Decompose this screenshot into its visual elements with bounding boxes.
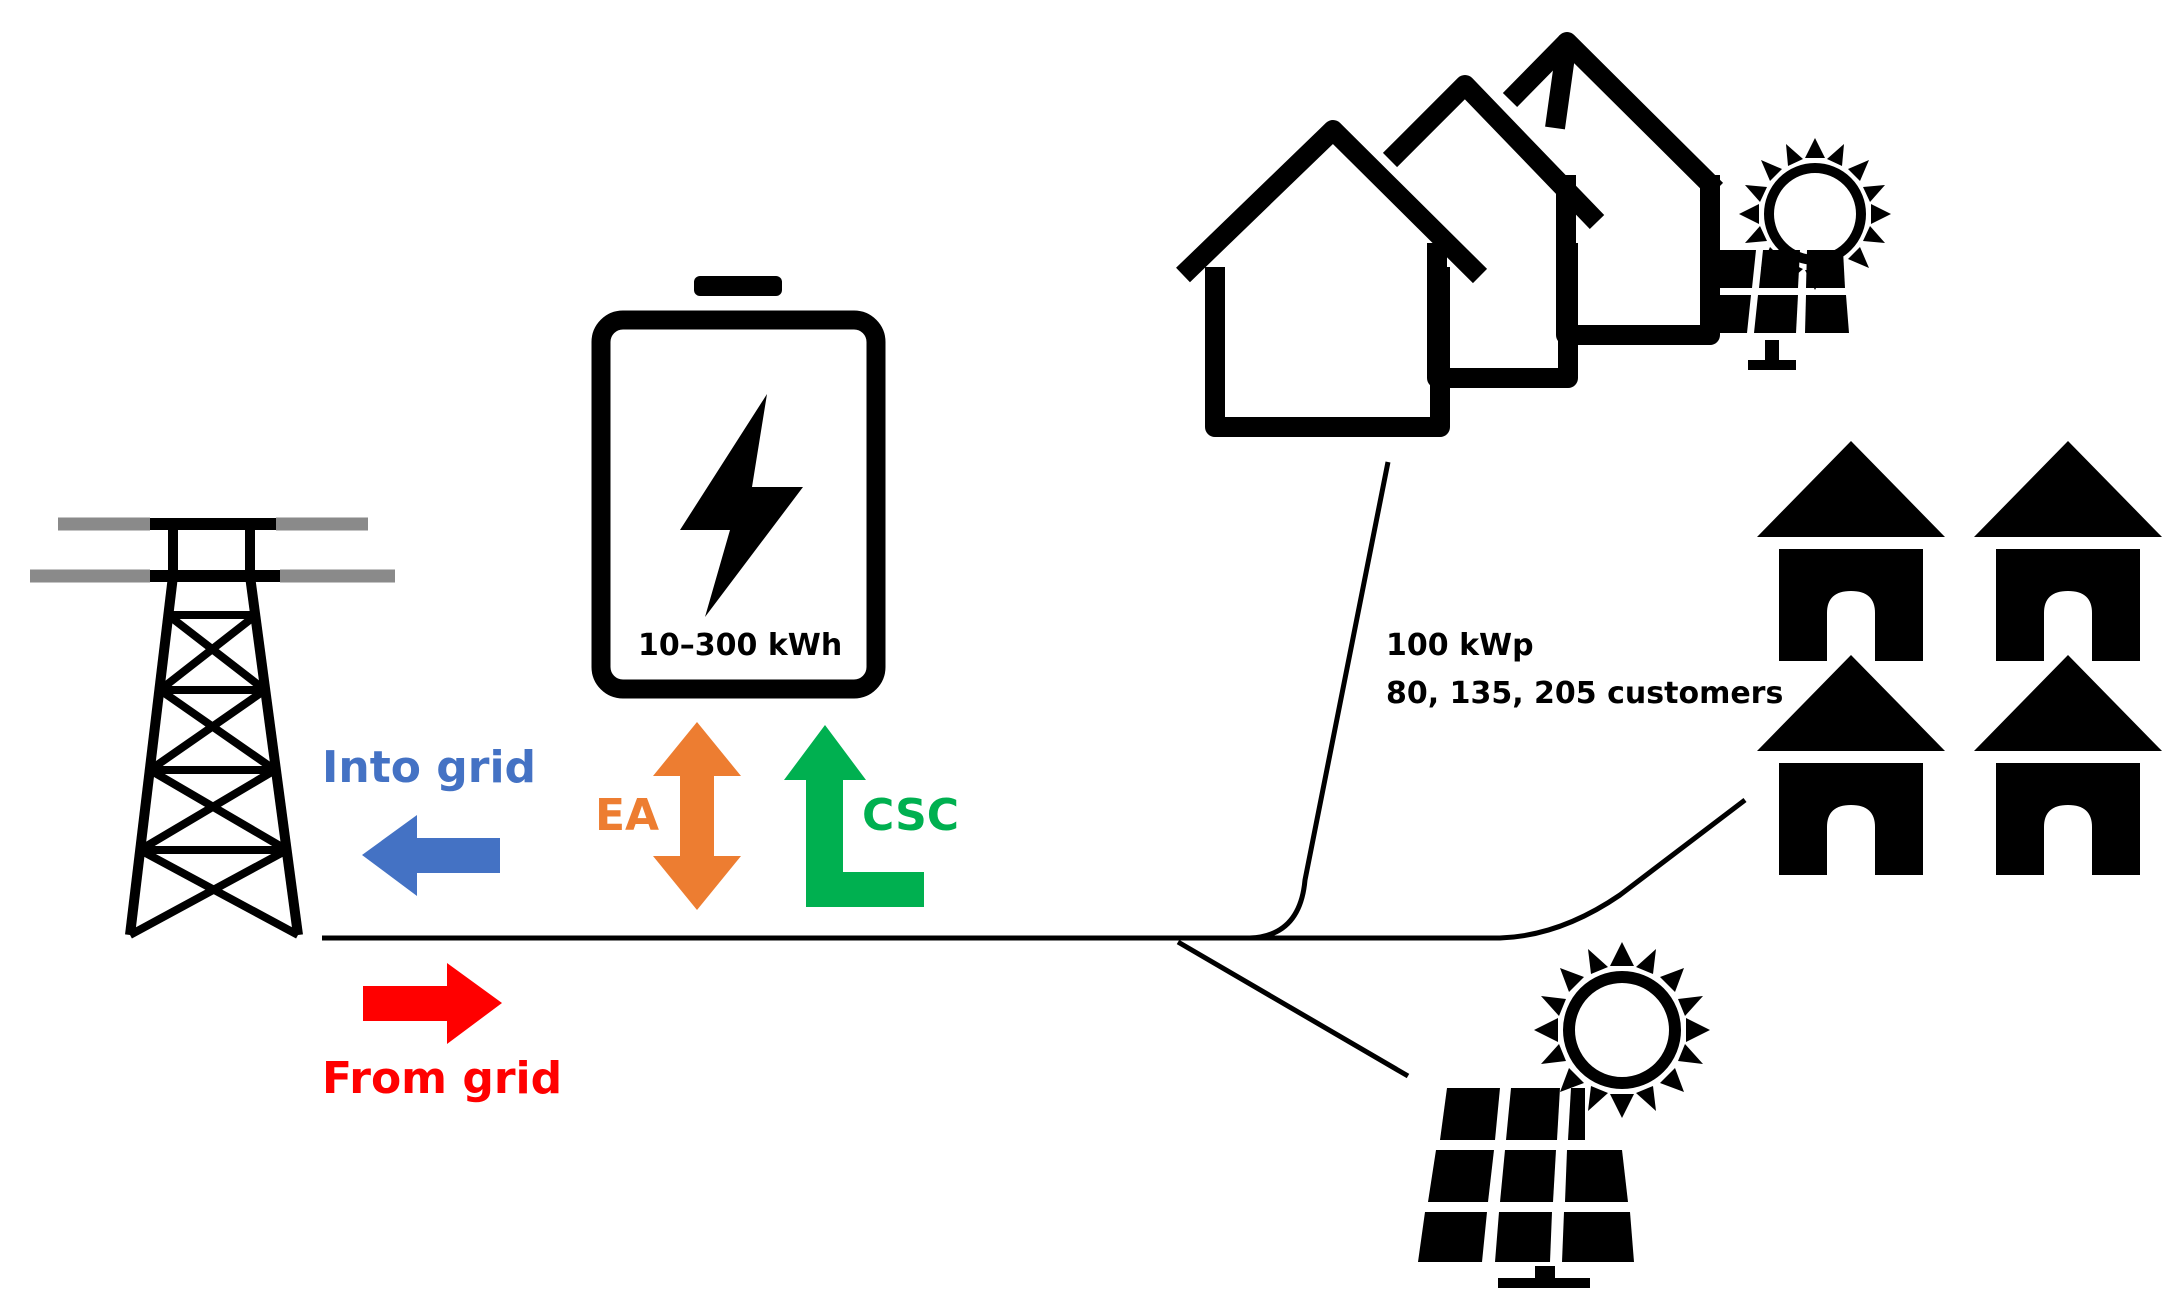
csc-arrow	[784, 725, 924, 907]
lightning-bolt-icon	[680, 394, 803, 617]
grid-lines	[322, 461, 1747, 1079]
solar-panel-icon	[1418, 1088, 1634, 1288]
community-branch-line	[1170, 798, 1747, 941]
from-grid-label: From grid	[322, 1053, 562, 1104]
ea-arrow	[653, 722, 741, 910]
from-grid-arrow	[363, 963, 502, 1044]
pv-peak-label: 100 kWp	[1386, 628, 1534, 663]
sun-icon	[1534, 942, 1710, 1118]
battery-icon	[591, 276, 886, 699]
pv-branch-line	[1176, 939, 1410, 1079]
customers-label: 80, 135, 205 customers	[1386, 676, 1783, 711]
solar-panel-icon	[1702, 250, 1849, 370]
battery-capacity-label: 10–300 kWh	[638, 628, 842, 663]
houses-filled-icon	[1757, 441, 2162, 875]
into-grid-arrow	[362, 815, 500, 896]
house-branch-line	[1170, 461, 1391, 941]
ea-label: EA	[595, 790, 659, 841]
power-tower-icon	[30, 517, 395, 939]
houses-outline-icon	[1176, 32, 1724, 437]
into-grid-label: Into grid	[322, 742, 536, 793]
csc-label: CSC	[862, 790, 959, 841]
